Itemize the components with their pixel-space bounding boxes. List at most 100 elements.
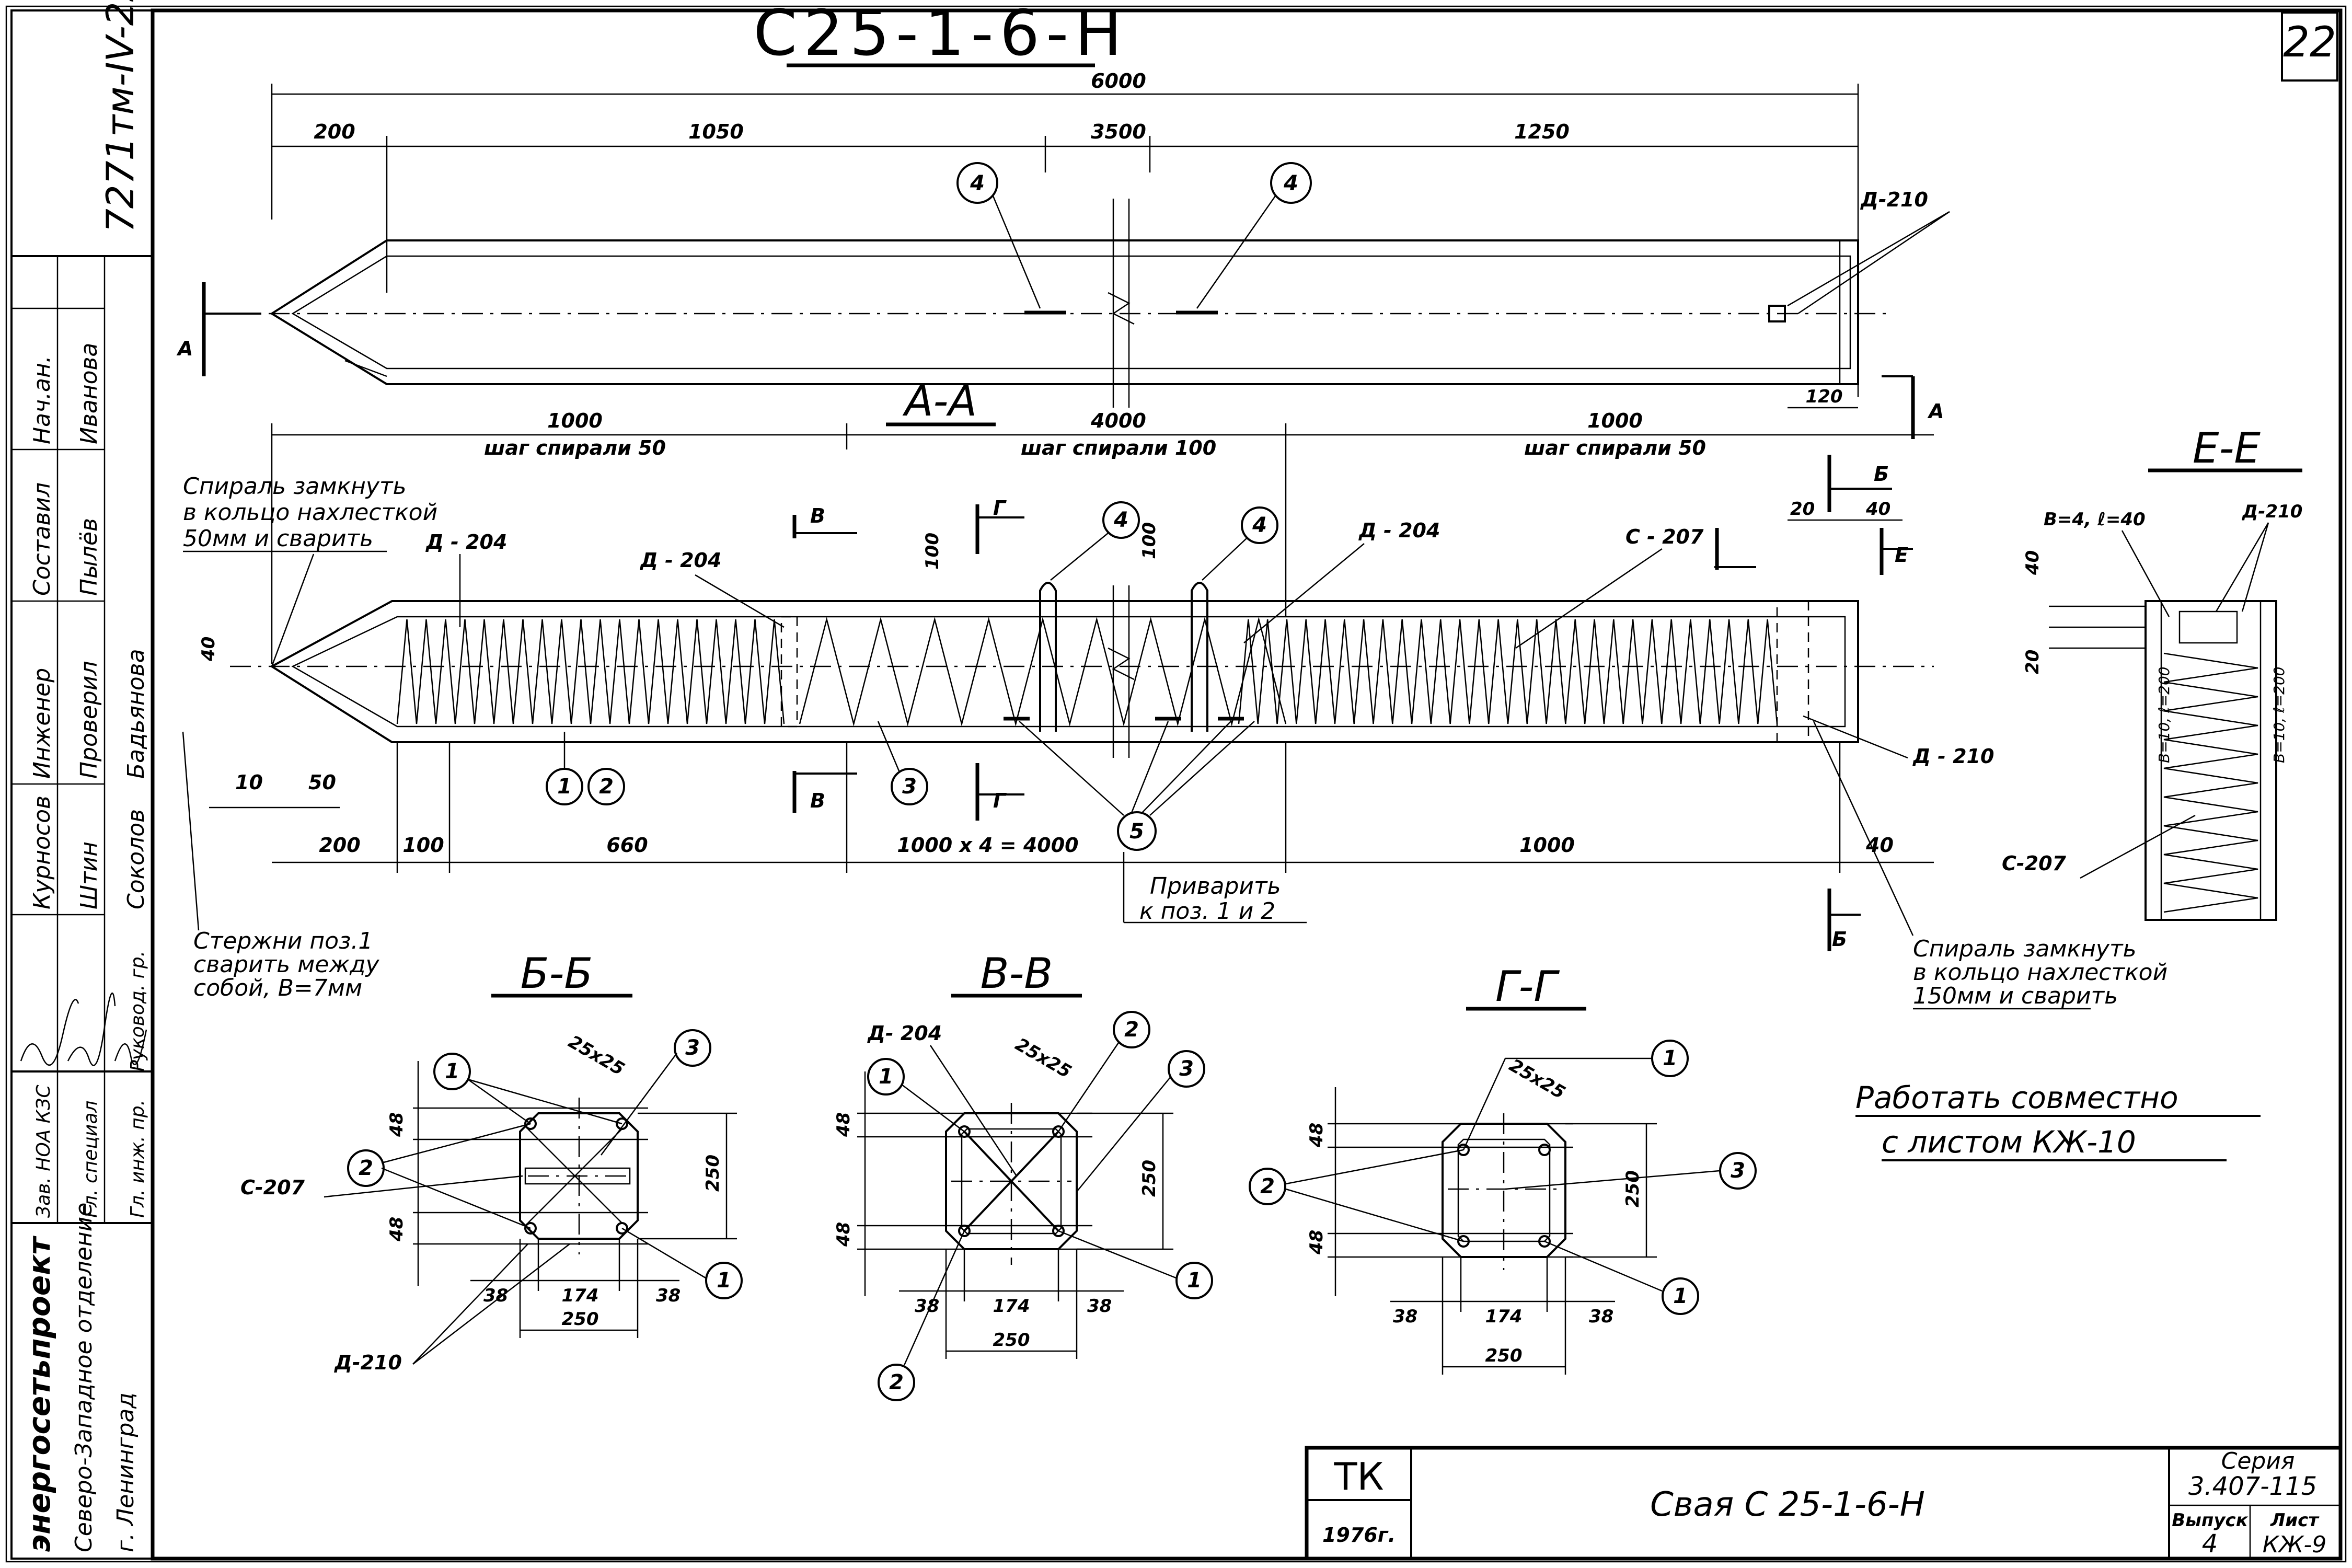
- org-branch: Северо-Западное отделение: [71, 1203, 97, 1552]
- dim-250-v-bb: 250: [702, 1155, 723, 1192]
- bubble-3-gg: 3: [1731, 1159, 1745, 1183]
- bubble-1-vv-top: 1: [879, 1065, 893, 1089]
- bubble-3-bb: 3: [685, 1036, 700, 1060]
- role-3-name: Проверил: [76, 661, 102, 779]
- bubble-1-bb-top: 1: [445, 1059, 459, 1083]
- spiral-ee: [2163, 652, 2258, 913]
- sheet-number: 22: [2283, 18, 2336, 66]
- bubble-3-vv: 3: [1179, 1057, 1194, 1081]
- dim-38-a-gg: 38: [1393, 1306, 1417, 1327]
- dim-174-vv: 174: [993, 1296, 1030, 1317]
- dim-120: 120: [1806, 386, 1843, 407]
- sheet-label: Лист: [2270, 1510, 2320, 1531]
- role-2-name: Пылёв: [76, 518, 102, 596]
- dim-20: 20: [1790, 499, 1815, 520]
- label-chamfer-bb: 25х25: [565, 1031, 628, 1080]
- role-4-title: Курносов: [29, 795, 55, 909]
- note-weld-2: к поз. 1 и 2: [1139, 898, 1275, 925]
- dim-200: 200: [314, 120, 355, 143]
- sheet-number-box: [2281, 11, 2338, 82]
- label-c207-bb: С-207: [240, 1176, 305, 1199]
- role-4-name: Штин: [76, 841, 102, 909]
- dim-1000-bottom: 1000: [1519, 834, 1575, 857]
- dim-250-h-gg: 250: [1485, 1345, 1523, 1366]
- section-mark-g-top: Г: [993, 497, 1007, 520]
- section-mark-a-right: А: [1927, 400, 1944, 423]
- note-spiral-right-3: 150мм и сварить: [1913, 983, 2118, 1009]
- dim-48-b-gg: 48: [1306, 1230, 1327, 1255]
- bubble-1-aa: 1: [557, 775, 572, 799]
- dim-250-v-vv: 250: [1139, 1160, 1160, 1197]
- role-5-name: Соколов: [123, 809, 149, 909]
- section-aa: А-А 1000 4000 1000 шаг спирали 50 шаг сп…: [182, 377, 2167, 1010]
- note-weld-1: Приварить: [1150, 873, 1281, 900]
- role-1-name: Иванова: [76, 343, 102, 444]
- dim-1000-left: 1000: [547, 409, 603, 432]
- dim-4000: 4000: [1090, 409, 1146, 432]
- bubble-2-bb: 2: [359, 1156, 373, 1180]
- label-d210-bb: Д-210: [334, 1351, 402, 1374]
- title-block: ТК 1976г. Свая С 25-1-6-Н Серия 3.407-11…: [1305, 1446, 2343, 1561]
- note-work-together-2: с листом КЖ-10: [1882, 1124, 2136, 1160]
- note-rods-2: сварить между: [193, 951, 379, 978]
- section-bb: Б-Б 25х25 С-207 Д-210 48 48 250 38: [240, 949, 743, 1374]
- section-mark-v-bottom: В: [810, 789, 825, 812]
- section-mark-a-left: А: [176, 337, 193, 360]
- section-mark-v-top: В: [810, 504, 825, 527]
- section-ee: Е-Е В=4, ℓ=40 Д-210 40 20 В=10, ℓ=200 В=…: [2002, 424, 2302, 921]
- dim-38-b-gg: 38: [1589, 1306, 1613, 1327]
- section-vv: В-В 25х25 Д- 204 48 48 250 38 174 38: [833, 949, 1213, 1401]
- section-vv-title: В-В: [981, 949, 1053, 998]
- bubble-2-aa: 2: [599, 775, 614, 799]
- org-city: г. Ленинград: [112, 1392, 139, 1552]
- dim-48-b-bb: 48: [386, 1217, 407, 1242]
- bubble-4-aa-right: 4: [1252, 513, 1267, 537]
- issue-value: 4: [2202, 1529, 2218, 1559]
- pile-name: Свая С 25-1-6-Н: [1650, 1485, 1925, 1524]
- note-rods-1: Стержни поз.1: [193, 928, 373, 954]
- section-aa-title: А-А: [902, 377, 977, 425]
- pile-elevation: 6000 200 1050 3500 1250 4 4 Д-210: [176, 70, 1950, 439]
- label-b10-a: В=10, ℓ=200: [2155, 666, 2173, 763]
- note-spiral-right-1: Спираль замкнуть: [1913, 936, 2137, 962]
- bubble-5-aa: 5: [1129, 820, 1144, 844]
- dim-total-length: 6000: [1091, 70, 1146, 93]
- role-2-title: Составил: [29, 482, 55, 596]
- signature-1: [20, 999, 79, 1066]
- label-d204-a: Д - 204: [425, 531, 507, 554]
- dim-38-b-vv: 38: [1087, 1296, 1112, 1317]
- post-1: Зав. НОА КЗС: [33, 1085, 54, 1218]
- section-mark-b-bottom: Б: [1832, 928, 1847, 951]
- bubble-1-gg-top: 1: [1663, 1046, 1677, 1070]
- dim-250-h-bb: 250: [562, 1309, 599, 1330]
- dim-174-gg: 174: [1485, 1306, 1523, 1327]
- note-spiral-left-3: 50мм и сварить: [183, 525, 373, 552]
- label-chamfer-gg: 25х25: [1506, 1055, 1569, 1103]
- label-b4: В=4, ℓ=40: [2044, 509, 2146, 530]
- section-mark-b-top: Б: [1874, 463, 1889, 486]
- label-chamfer-vv: 25х25: [1012, 1034, 1075, 1082]
- dim-200-bottom: 200: [319, 834, 360, 857]
- dim-1250: 1250: [1514, 120, 1570, 143]
- dim-100-b: 100: [1139, 522, 1160, 559]
- section-mark-e: Е: [1895, 544, 1908, 567]
- spiral-dense-right: [1238, 619, 1778, 724]
- dim-38-b-bb: 38: [656, 1285, 681, 1306]
- label-d204-b: Д - 204: [640, 549, 721, 572]
- section-gg-title: Г-Г: [1495, 962, 1560, 1011]
- label-d210-top: Д-210: [1860, 188, 1928, 211]
- post-2: Гл. специал: [80, 1101, 101, 1218]
- signature-2: [67, 993, 116, 1066]
- dim-50: 50: [308, 771, 336, 794]
- document-code: 7271тм-IV-22: [98, 0, 142, 233]
- dim-48-b-vv: 48: [833, 1222, 854, 1247]
- issue-label: Выпуск: [2172, 1510, 2248, 1531]
- bubble-4-left: 4: [970, 171, 985, 195]
- inner-frame: [151, 8, 2343, 1561]
- bubble-1-bb-bottom: 1: [717, 1269, 731, 1293]
- note-spiral-left-1: Спираль замкнуть: [183, 473, 407, 500]
- dim-40-ee: 40: [2022, 550, 2043, 575]
- bubble-2-vv-bottom: 2: [889, 1370, 904, 1394]
- note-spiral-right-2: в кольцо нахлесткой: [1913, 959, 2167, 986]
- post-4: Руковод. гр.: [127, 951, 148, 1071]
